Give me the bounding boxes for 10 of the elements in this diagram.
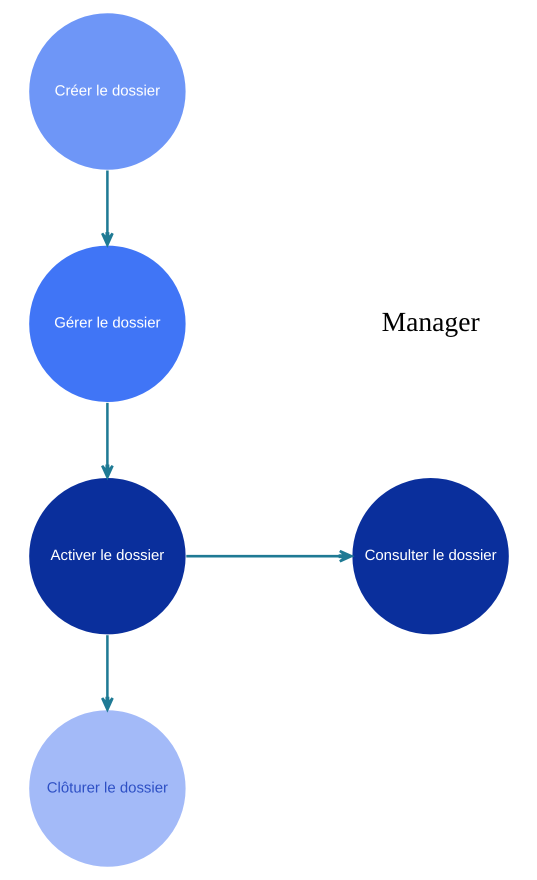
node-circle: Consulter le dossier [350,476,510,636]
node-circle: Activer le dossier [28,476,186,636]
arrow [100,402,114,478]
node-circle: Clôturer le dossier [28,709,186,868]
arrow [100,635,114,711]
arrow [186,550,352,563]
node-circle: Créer le dossier [28,12,186,171]
label: Manager [381,306,480,337]
node-circle: Gérer le dossier [28,244,186,404]
arrow [100,170,114,246]
